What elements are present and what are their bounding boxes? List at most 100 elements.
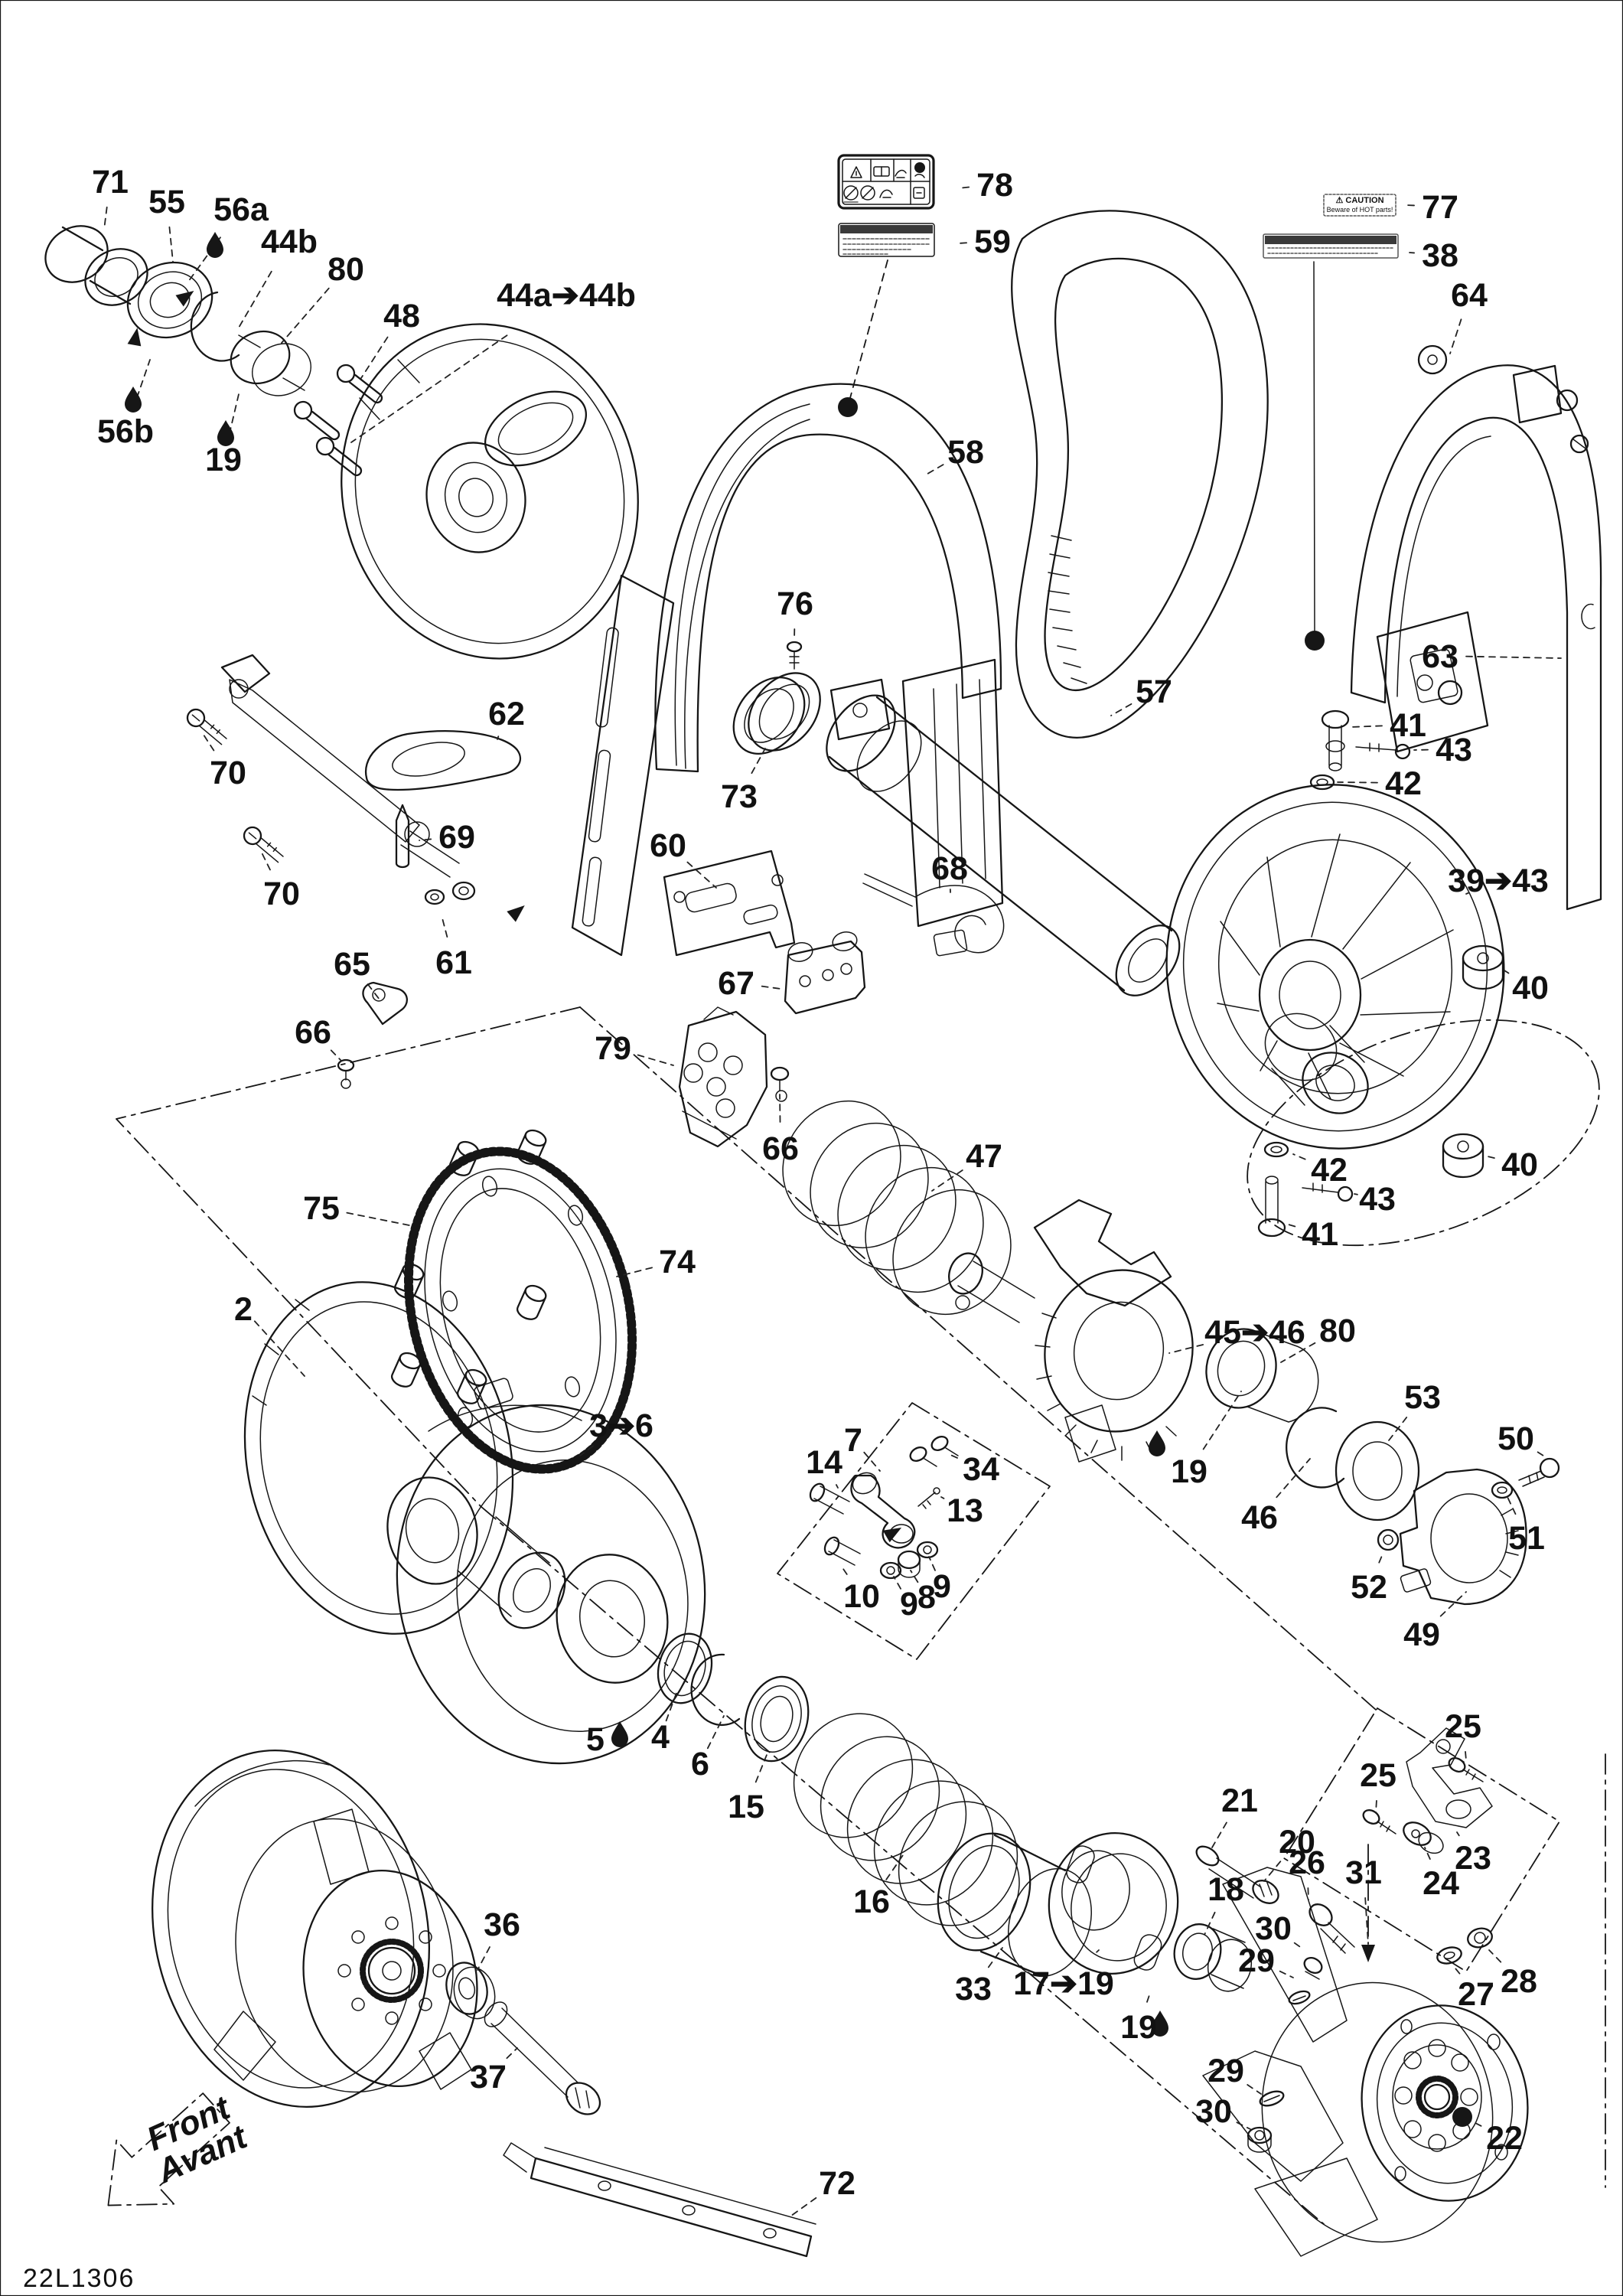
part-sleeve-80 bbox=[1205, 1328, 1319, 1423]
part-callout-65: 65 bbox=[334, 946, 370, 983]
part-wheel-fasteners bbox=[1257, 709, 1504, 1238]
leader-line bbox=[1263, 1861, 1282, 1882]
part-spacers-61 bbox=[424, 881, 476, 905]
leader-line bbox=[168, 226, 174, 263]
part-washer-53 bbox=[1335, 1420, 1420, 1521]
part-bolt-37 bbox=[484, 2001, 601, 2115]
part-washer-15 bbox=[744, 1675, 810, 1763]
leader-line bbox=[1202, 1391, 1242, 1450]
oil-drop-icon bbox=[125, 386, 142, 413]
part-callout-9: 9 bbox=[900, 1586, 918, 1623]
part-callout-77: 77 bbox=[1422, 189, 1458, 226]
leader-line bbox=[1388, 1417, 1408, 1441]
part-clip-68 bbox=[862, 873, 1005, 954]
oil-drop-icon bbox=[1149, 1430, 1165, 1456]
part-ring-4 bbox=[657, 1632, 713, 1704]
leader-line bbox=[1293, 1942, 1303, 1949]
leader-line bbox=[836, 1484, 839, 1489]
part-pin-69 bbox=[395, 804, 410, 869]
part-sliding-sheave-3-6 bbox=[396, 1378, 706, 1765]
part-callout-31: 31 bbox=[1345, 1854, 1382, 1891]
part-countershaft bbox=[748, 672, 1181, 996]
part-callout-40: 40 bbox=[1501, 1146, 1538, 1183]
reference-dot-icon bbox=[838, 397, 858, 417]
part-callout-40: 40 bbox=[1512, 970, 1549, 1006]
construction-lines bbox=[116, 259, 1606, 2225]
part-callout-14: 14 bbox=[806, 1444, 842, 1481]
leader-line bbox=[1484, 1155, 1495, 1159]
part-ring-gear-74 bbox=[403, 1146, 637, 1474]
leader-line bbox=[1378, 1551, 1384, 1564]
leader-line bbox=[441, 915, 448, 938]
leader-line bbox=[238, 270, 272, 328]
front-direction-arrow bbox=[107, 2092, 230, 2206]
leader-line bbox=[1455, 1968, 1461, 1975]
oil-drop-icon bbox=[611, 1721, 628, 1747]
leader-line bbox=[754, 1750, 769, 1783]
decal-strip-38 bbox=[1263, 233, 1399, 259]
leader-line bbox=[751, 748, 766, 775]
leader-line bbox=[367, 983, 380, 1000]
part-latch-65 bbox=[362, 981, 408, 1026]
part-callout-53: 53 bbox=[1404, 1379, 1441, 1416]
part-rivet-66b bbox=[770, 1066, 790, 1102]
part-callout-58: 58 bbox=[947, 434, 984, 471]
leader-line bbox=[1276, 1458, 1311, 1499]
part-governor-cup-17-19 bbox=[1048, 1831, 1179, 1975]
leader-line bbox=[330, 1049, 342, 1062]
part-callout-79: 79 bbox=[595, 1030, 631, 1067]
part-callout-44a➔44b: 44a➔44b bbox=[497, 277, 636, 314]
part-guard-bracket-72 bbox=[503, 2142, 816, 2258]
part-callout-69: 69 bbox=[438, 819, 475, 856]
leader-line bbox=[1279, 1970, 1294, 1978]
part-cap-33 bbox=[937, 1832, 1092, 1979]
part-callout-15: 15 bbox=[728, 1789, 764, 1825]
part-callout-22: 22 bbox=[1486, 2120, 1523, 2157]
leader-line bbox=[187, 236, 221, 282]
part-bushing-18 bbox=[1173, 1923, 1253, 1992]
part-callout-5: 5 bbox=[586, 1721, 605, 1758]
leader-line bbox=[346, 1212, 414, 1227]
leader-line bbox=[1439, 1591, 1467, 1617]
part-mount-linkage bbox=[220, 654, 460, 878]
decal-caution-77: ⚠ CAUTION Beware of HOT parts! bbox=[1323, 194, 1396, 217]
part-callout-66: 66 bbox=[295, 1014, 331, 1051]
leader-line bbox=[259, 849, 271, 871]
part-callout-29: 29 bbox=[1238, 1942, 1275, 1979]
part-callout-42: 42 bbox=[1385, 765, 1422, 802]
leader-line bbox=[1456, 1831, 1460, 1837]
leader-line bbox=[1096, 1949, 1100, 1953]
part-circlip-46 bbox=[1286, 1407, 1345, 1489]
leader-line bbox=[1307, 1887, 1309, 1900]
leader-line bbox=[1465, 655, 1562, 659]
part-callout-41: 41 bbox=[1302, 1216, 1338, 1253]
leader-line bbox=[497, 735, 500, 740]
leader-line bbox=[103, 206, 108, 230]
leader-line bbox=[842, 1568, 848, 1575]
leader-line bbox=[477, 1946, 490, 1971]
pointer-triangle-icon bbox=[1361, 1945, 1375, 1962]
part-callout-68: 68 bbox=[931, 850, 968, 887]
leader-line bbox=[1350, 725, 1383, 728]
part-callout-30: 30 bbox=[1255, 1910, 1292, 1947]
part-nut-52 bbox=[1377, 1528, 1400, 1551]
part-callout-4: 4 bbox=[651, 1719, 670, 1756]
part-callout-7: 7 bbox=[844, 1422, 862, 1459]
part-lever-inset-23 bbox=[1362, 1727, 1493, 1854]
part-rivet-66a bbox=[337, 1058, 355, 1089]
caution-body: Beware of HOT parts! bbox=[1327, 206, 1393, 214]
part-callout-26: 26 bbox=[1289, 1844, 1325, 1881]
leader-line bbox=[1110, 703, 1133, 716]
leader-line bbox=[931, 1169, 963, 1192]
leader-line bbox=[706, 1715, 725, 1750]
leader-line bbox=[686, 861, 717, 889]
oil-drop-icon bbox=[207, 232, 223, 258]
leader-line bbox=[910, 1570, 919, 1583]
part-callout-51: 51 bbox=[1508, 1520, 1545, 1557]
leader-line bbox=[360, 336, 389, 379]
oil-drop-icon bbox=[1152, 2011, 1168, 2037]
leader-line bbox=[1488, 1949, 1502, 1963]
part-callout-43: 43 bbox=[1436, 732, 1472, 768]
part-callout-56b: 56b bbox=[97, 413, 154, 450]
